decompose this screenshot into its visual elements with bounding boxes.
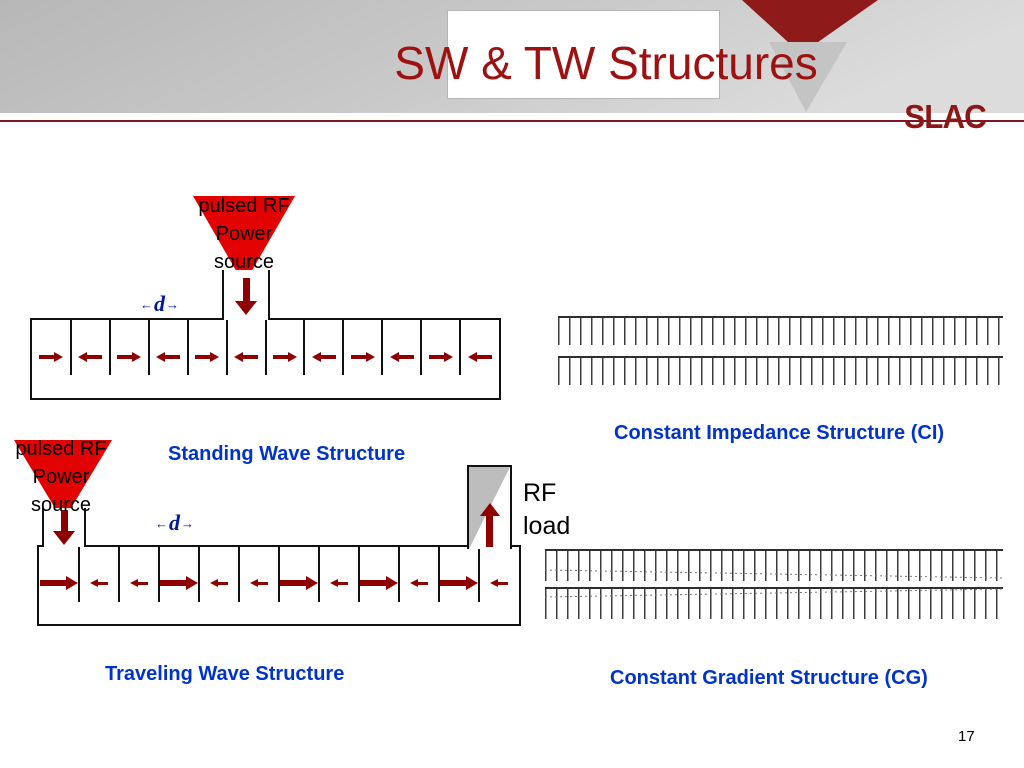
field-arrow-left-icon <box>410 579 428 588</box>
cavity-cell <box>279 547 320 624</box>
right-small-arrow-icon: → <box>181 515 194 531</box>
page-number: 17 <box>958 728 975 745</box>
sw-cells <box>32 320 499 398</box>
field-arrow-right-icon <box>428 351 453 362</box>
sw-cell-spacing-label: ← d → <box>140 293 179 315</box>
field-arrow-left-icon <box>330 579 348 588</box>
ci-disk-row-bottom <box>558 356 1003 385</box>
cavity-cell <box>421 320 462 398</box>
tw-source-line: Power <box>32 466 90 488</box>
field-arrow-left-icon <box>156 351 181 362</box>
rf-input-down-arrow-icon <box>53 510 75 545</box>
tw-cell-spacing-label: ← d → <box>155 512 194 534</box>
cavity-cell <box>159 547 200 624</box>
cg-caption: Constant Gradient Structure (CG) <box>610 667 928 689</box>
cavity-cell <box>266 320 306 398</box>
tw-caption: Traveling Wave Structure <box>105 663 345 685</box>
cavity-cell <box>460 320 499 398</box>
field-arrow-left-icon <box>490 579 508 588</box>
cg-taper-lines <box>545 569 1003 598</box>
cavity-cell <box>227 320 267 398</box>
cavity-cell <box>39 547 80 624</box>
standing-wave-structure <box>30 318 501 400</box>
tw-d-symbol: d <box>169 510 180 535</box>
field-arrow-left-icon <box>311 351 336 362</box>
red-triangle-icon <box>742 0 878 54</box>
ci-caption: Constant Impedance Structure (CI) <box>614 422 945 444</box>
rf-load-label: RF load <box>523 477 570 543</box>
header-rule <box>0 120 1024 122</box>
field-arrow-left-icon <box>234 351 259 362</box>
field-arrow-left-icon <box>90 579 108 588</box>
field-arrow-left-icon <box>389 351 414 362</box>
traveling-wave-structure <box>37 545 521 626</box>
left-small-arrow-icon: ← <box>140 296 153 312</box>
cavity-cell <box>32 320 72 398</box>
tw-feed-waveguide <box>42 508 86 547</box>
cavity-cell <box>71 320 111 398</box>
tw-cells <box>39 547 519 624</box>
tw-source-label: pulsed RF Power source <box>0 435 122 519</box>
field-arrow-right-icon <box>39 351 64 362</box>
cavity-cell <box>439 547 480 624</box>
field-arrow-right-icon <box>195 351 220 362</box>
cavity-cell <box>79 547 120 624</box>
sw-d-symbol: d <box>154 291 165 316</box>
cavity-cell <box>188 320 228 398</box>
cg-disk-row-bottom <box>545 587 1003 619</box>
gray-triangle-icon <box>769 42 847 112</box>
cavity-cell <box>119 547 160 624</box>
tw-source-line: source <box>30 494 92 516</box>
cavity-cell <box>110 320 150 398</box>
sw-source-line: Power <box>215 223 273 245</box>
title-highlight-box <box>447 10 720 99</box>
sw-source-line: source <box>213 251 275 273</box>
cavity-cell <box>239 547 280 624</box>
cavity-cell <box>319 547 360 624</box>
field-arrow-left-icon <box>467 351 492 362</box>
field-arrow-left-icon <box>210 579 228 588</box>
sw-caption: Standing Wave Structure <box>168 443 406 465</box>
right-small-arrow-icon: → <box>166 296 179 312</box>
rf-input-down-arrow-icon <box>235 278 257 315</box>
rf-load-up-arrow-icon <box>479 503 500 547</box>
field-arrow-right-icon <box>117 351 142 362</box>
cavity-cell <box>399 547 440 624</box>
cavity-cell <box>304 320 345 398</box>
sw-source-label: pulsed RF Power source <box>178 192 310 276</box>
field-arrow-left-icon <box>130 579 148 588</box>
sw-feed-waveguide <box>222 270 270 320</box>
cavity-cell <box>382 320 423 398</box>
field-arrow-right-icon <box>360 576 398 591</box>
field-arrow-left-icon <box>78 351 103 362</box>
field-arrow-right-icon <box>280 576 318 591</box>
cavity-cell <box>359 547 400 624</box>
rf-load-line: RF <box>523 479 557 507</box>
field-arrow-right-icon <box>40 576 78 591</box>
field-arrow-right-icon <box>350 351 375 362</box>
ci-disk-row-top <box>558 316 1003 345</box>
slac-logo: SLAC <box>904 98 986 135</box>
rf-load-line: load <box>523 512 571 540</box>
field-arrow-right-icon <box>440 576 478 591</box>
field-arrow-right-icon <box>272 351 297 362</box>
cavity-cell <box>149 320 189 398</box>
field-arrow-left-icon <box>250 579 268 588</box>
sw-source-line: pulsed RF <box>198 195 290 217</box>
slide-header: SW & TW Structures <box>0 0 1024 113</box>
tw-source-line: pulsed RF <box>15 438 107 460</box>
slide-title: SW & TW Structures <box>394 37 818 89</box>
left-small-arrow-icon: ← <box>155 515 168 531</box>
cavity-cell <box>479 547 519 624</box>
cg-disk-row-top <box>545 549 1003 581</box>
field-arrow-right-icon <box>160 576 198 591</box>
tw-rf-load-stub <box>467 465 512 549</box>
cavity-cell <box>199 547 240 624</box>
cavity-cell <box>343 320 384 398</box>
